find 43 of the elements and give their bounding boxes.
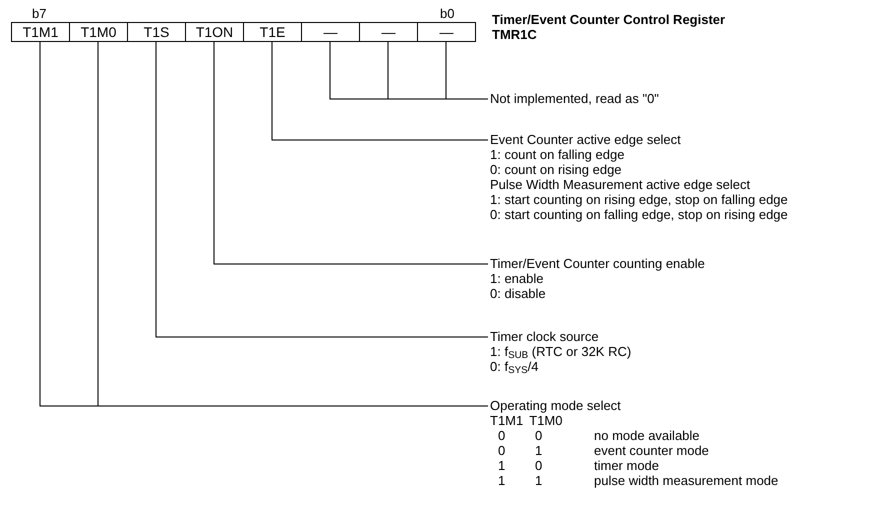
register-bit-cell: — <box>359 22 418 42</box>
table-cell-text: 1 <box>534 473 544 488</box>
register-bit-cell: T1M1 <box>11 22 70 42</box>
field-description: Timer/Event Counter counting enable <box>490 256 705 271</box>
table-cell-text: 0 <box>534 428 544 443</box>
register-bit-cell: T1M0 <box>69 22 128 42</box>
option-text: 0: count on rising edge <box>490 162 622 177</box>
table-cell: timer mode <box>594 458 660 473</box>
table-cell-text: 1 <box>497 473 506 488</box>
table-cell: pulse width measurement mode <box>594 473 778 488</box>
leader-line <box>272 42 488 140</box>
bit-position-label: b7 <box>32 6 46 21</box>
field-description: Operating mode select <box>490 398 621 413</box>
register-bit-cell: T1E <box>243 22 302 42</box>
table-cell-text: 0 <box>497 443 506 458</box>
field-description: Timer clock source <box>490 329 599 344</box>
field-description: Not implemented, read as "0" <box>490 91 659 106</box>
register-bit-cell: T1ON <box>185 22 244 42</box>
option-text: 1: enable <box>490 271 544 286</box>
table-cell-text: 0 <box>534 458 544 473</box>
register-title: Timer/Event Counter Control Register TMR1C <box>492 12 726 42</box>
column-header: T1M0 <box>529 413 562 428</box>
option-text: Pulse Width Measurement active edge select <box>490 177 750 192</box>
option-text: 0: disable <box>490 286 546 301</box>
bit-position-label: b0 <box>440 6 454 21</box>
table-cell: event counter mode <box>594 443 709 458</box>
table-cell-text: 1 <box>497 458 506 473</box>
leader-line <box>214 42 488 264</box>
option-text: 1: start counting on rising edge, stop on falling edge <box>490 192 788 207</box>
option-text: 0: f$_{SYS}$/4 <box>490 359 538 374</box>
table-cell-text: 1 <box>534 443 544 458</box>
table-cell: no mode available <box>594 428 700 443</box>
register-bit-cell: — <box>301 22 360 42</box>
option-text: 0: start counting on falling edge, stop on rising edge <box>490 207 788 222</box>
option-text: 1: f$_{SUB}$ (RTC or 32K RC) <box>490 344 632 359</box>
column-header: T1M1 <box>490 413 524 428</box>
option-text: 1: count on falling edge <box>490 147 624 162</box>
register-bit-cell: — <box>417 22 476 42</box>
register-bit-cell: T1S <box>127 22 186 42</box>
leader-line <box>156 42 488 338</box>
field-description: Event Counter active edge select <box>490 132 681 147</box>
leader-line <box>446 42 488 100</box>
table-cell-text: 0 <box>497 428 506 443</box>
